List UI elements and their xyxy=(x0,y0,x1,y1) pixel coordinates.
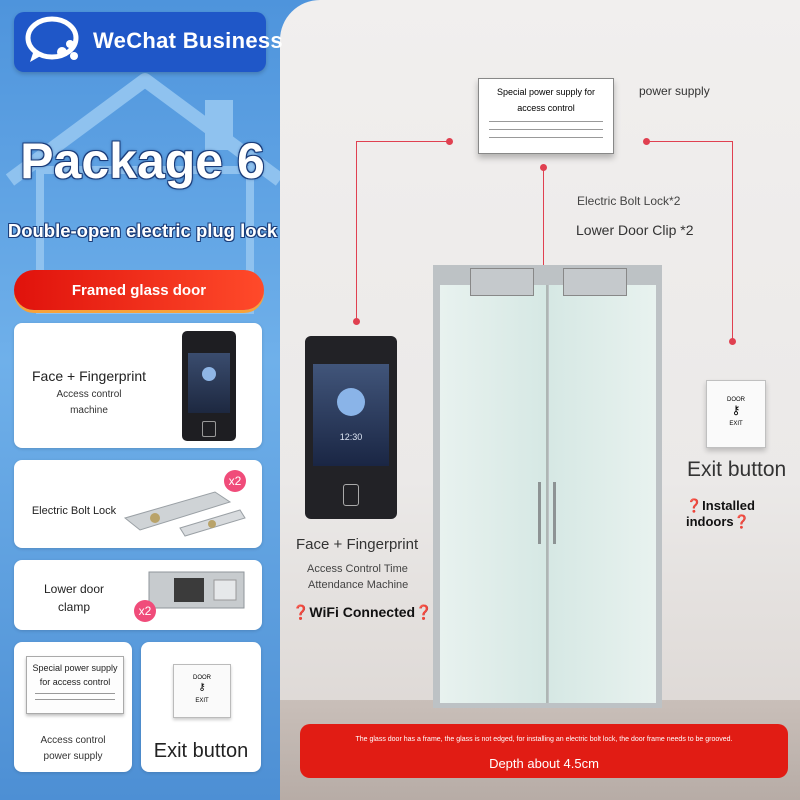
bolt-note: Electric Bolt Lock*2 xyxy=(577,194,681,208)
wire xyxy=(356,141,450,142)
device-screen: 12:30 xyxy=(313,364,389,466)
spec-line xyxy=(489,137,603,138)
face-avatar-icon xyxy=(337,388,365,416)
fingerprint-sensor-icon xyxy=(202,421,216,437)
door-handle xyxy=(538,482,541,544)
wire-node xyxy=(446,138,453,145)
footer-note: The glass door has a frame, the glass is… xyxy=(355,736,733,743)
card-power-supply: Special power supply for access control … xyxy=(14,642,132,772)
wire xyxy=(356,141,357,321)
fingerprint-sensor-icon xyxy=(343,484,359,506)
door-type-label: Framed glass door xyxy=(71,282,207,299)
device-line-1: Access Control Time xyxy=(307,563,408,575)
key-icon: ⚷ xyxy=(731,403,741,417)
spec-line xyxy=(489,129,603,130)
quantity-badge: x2 xyxy=(224,470,246,492)
device-note: ❓WiFi Connected❓ xyxy=(292,604,433,620)
bolt-lock-mounted xyxy=(470,268,534,296)
card-face-title: Face + Fingerprint xyxy=(32,368,146,384)
bolt-lock-image xyxy=(123,491,246,537)
door-handle xyxy=(553,482,556,544)
key-icon: ⚷ xyxy=(198,682,206,693)
spec-line xyxy=(35,693,115,694)
device-title: Face + Fingerprint xyxy=(296,536,419,553)
card-face-line2: machine xyxy=(70,405,108,416)
face-avatar-icon xyxy=(202,367,216,381)
footer-caption: The glass door has a frame, the glass is… xyxy=(300,724,788,778)
device-line-2: Attendance Machine xyxy=(308,579,409,591)
face-device-thumbnail xyxy=(182,331,236,441)
psu-tag: power supply xyxy=(639,84,710,98)
card-power-caption-2: power supply xyxy=(43,751,103,762)
door-type-banner: Framed glass door xyxy=(14,270,264,310)
spec-line xyxy=(489,121,603,122)
door-clamp-image xyxy=(148,571,245,609)
exit-plate-line-2: EXIT xyxy=(195,698,209,704)
exit-plate-line-1: DOOR xyxy=(193,675,211,681)
wire-node xyxy=(540,164,547,171)
quantity-badge: x2 xyxy=(134,600,156,622)
house-outline-decoration xyxy=(5,73,285,314)
footer-depth: Depth about 4.5cm xyxy=(489,756,599,771)
brand-badge xyxy=(14,12,266,72)
wire xyxy=(543,167,544,271)
card-door-clamp: Lower door clamp x2 xyxy=(14,560,262,630)
bolt-lock-mounted xyxy=(563,268,627,296)
spec-line xyxy=(35,699,115,700)
wire xyxy=(646,141,732,142)
power-label-2: for access control xyxy=(39,677,111,687)
device-clock: 12:30 xyxy=(339,432,363,442)
exit-note: ❓Installed indoors❓ xyxy=(686,498,755,529)
exit-plate-image: DOOR ⚷ EXIT xyxy=(173,664,231,718)
package-title: Package 6 xyxy=(20,133,265,189)
card-face-line1: Access control xyxy=(56,389,122,400)
card-power-caption-1: Access control xyxy=(40,735,106,746)
power-label-1: Special power supply xyxy=(32,663,118,673)
glass-panel-right xyxy=(549,285,656,703)
wire-node xyxy=(729,338,736,345)
wire xyxy=(732,141,733,341)
brand-name: WeChat Business xyxy=(93,28,283,53)
chat-bubble-icon xyxy=(25,16,79,62)
clip-note: Lower Door Clip *2 xyxy=(576,222,694,238)
package-subtitle: Double-open electric plug lock xyxy=(7,220,278,241)
wire-node xyxy=(643,138,650,145)
power-supply-box: Special power supply for access control xyxy=(26,656,124,714)
card-clamp-title-1: Lower door xyxy=(43,582,105,596)
card-exit-button: DOOR ⚷ EXIT Exit button xyxy=(141,642,261,772)
card-face-fingerprint: Face + Fingerprint Access control machin… xyxy=(14,323,262,448)
card-bolt-title: Electric Bolt Lock xyxy=(31,505,117,517)
glass-panel-left xyxy=(440,285,548,703)
diagram-power-supply: Special power supply for access control xyxy=(478,78,614,154)
exit-plate-line-2: EXIT xyxy=(729,421,743,427)
exit-button-plate: DOOR ⚷ EXIT xyxy=(706,380,766,448)
card-exit-title: Exit button xyxy=(153,740,249,762)
wire-node xyxy=(353,318,360,325)
device-screen xyxy=(188,353,230,413)
card-bolt-lock: Electric Bolt Lock x2 xyxy=(14,460,262,548)
exit-title: Exit button xyxy=(687,458,787,481)
psu-label-2: access control xyxy=(517,103,575,113)
face-fingerprint-device: 12:30 xyxy=(305,336,397,519)
psu-label-1: Special power supply for xyxy=(496,87,596,97)
exit-plate-line-1: DOOR xyxy=(727,397,745,403)
card-clamp-title-2: clamp xyxy=(57,600,90,614)
